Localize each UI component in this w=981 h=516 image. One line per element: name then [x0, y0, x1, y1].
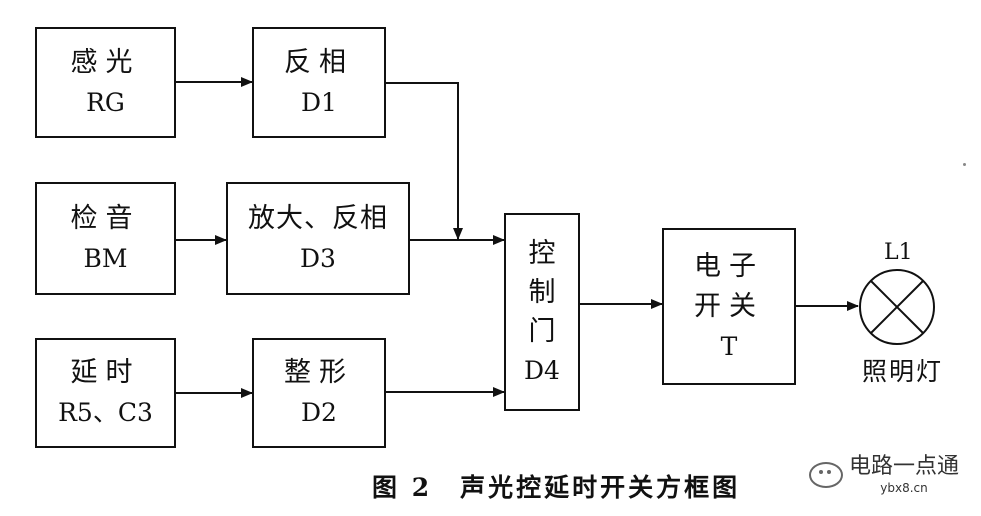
control-gate-char-2: 制	[528, 276, 556, 308]
control-gate-d4-block: 控 制 门 D4	[504, 213, 580, 411]
inverter-d1-title: 反相	[284, 46, 354, 78]
photo-sensor-label: RG	[86, 87, 125, 117]
sound-detect-title: 检音	[70, 202, 141, 234]
photo-sensor-block: 感光 RG	[35, 27, 176, 138]
delay-label: R5、C3	[58, 398, 153, 427]
lamp-name: 照明灯	[862, 357, 944, 386]
inverter-d1-label: D1	[301, 87, 337, 117]
delay-block: 延时 R5、C3	[35, 338, 176, 448]
shaping-label: D2	[301, 398, 337, 427]
photo-sensor-title: 感光	[70, 46, 141, 78]
wire-d1-to-gate	[386, 82, 463, 240]
inverter-d1-block: 反相 D1	[252, 27, 386, 138]
amp-inverter-d3-block: 放大、反相 D3	[226, 182, 410, 295]
delay-title: 延时	[70, 357, 141, 388]
shaping-title: 整形	[284, 357, 354, 388]
control-gate-char-3: 门	[528, 315, 556, 347]
electronic-switch-label: T	[720, 331, 738, 361]
figure-caption: 图 2 声光控延时开关方框图	[372, 473, 741, 502]
electronic-switch-line1: 电子	[694, 250, 764, 282]
watermark: 电路一点通 ybx8.cn	[808, 454, 959, 495]
sound-detect-label: BM	[83, 243, 128, 273]
amp-inverter-title: 放大、反相	[248, 202, 388, 234]
control-gate-char-1: 控	[528, 237, 556, 269]
scan-speck	[963, 163, 966, 166]
amp-inverter-label: D3	[300, 243, 336, 273]
shaping-d2-block: 整形 D2	[252, 338, 386, 448]
lamp-symbol	[859, 269, 935, 345]
chat-bubble-icon	[808, 462, 843, 488]
watermark-title: 电路一点通	[848, 454, 959, 479]
electronic-switch-line2: 开关	[694, 290, 764, 322]
sound-detect-block: 检音 BM	[35, 182, 176, 295]
watermark-url: ybx8.cn	[880, 481, 928, 495]
lamp-label: L1	[884, 240, 913, 265]
electronic-switch-block: 电子 开关 T	[662, 228, 796, 385]
control-gate-label: D4	[524, 355, 560, 385]
